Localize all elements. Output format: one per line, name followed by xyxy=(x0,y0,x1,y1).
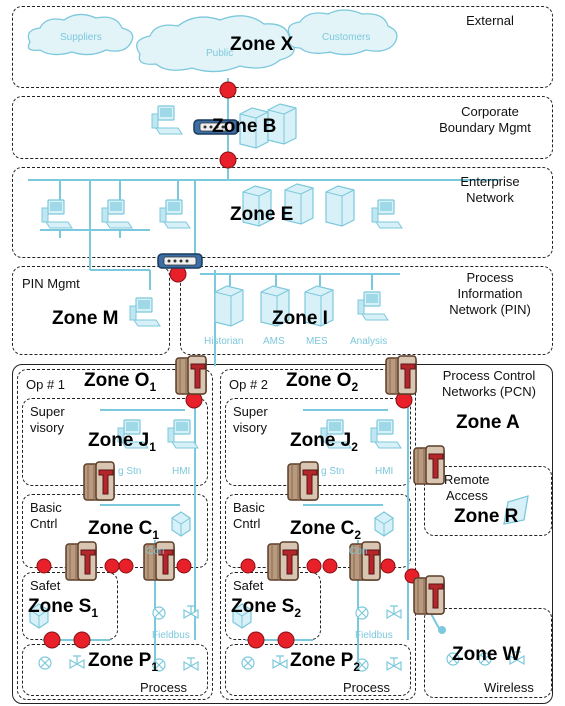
hmi2-label: HMI xyxy=(375,466,394,477)
cloud-public-label: Public xyxy=(206,48,234,59)
op2-title: Op # 2 xyxy=(229,377,269,392)
zone-pcn-box xyxy=(12,364,553,704)
zone-supervisory1-box xyxy=(22,398,208,486)
zone-c1-label: Zone C1 xyxy=(88,518,160,542)
wireless-title: Wireless xyxy=(484,680,534,695)
zone-process1-box xyxy=(22,644,208,696)
zone-pin-box xyxy=(180,266,553,355)
pin-title-1: Process xyxy=(466,270,514,285)
zone-b-label: Zone B xyxy=(212,116,277,137)
zone-x-label: Zone X xyxy=(230,34,294,55)
supervisory1-title-2: visory xyxy=(30,420,64,435)
process1-title: Process xyxy=(140,680,187,695)
analysis-label: Analysis xyxy=(350,336,388,347)
zone-external-box xyxy=(12,6,553,88)
zone-w-label: Zone W xyxy=(452,644,521,665)
zone-e-label: Zone E xyxy=(230,204,294,225)
fieldbus1-label: Fieldbus xyxy=(152,630,190,641)
zone-m-label: Zone M xyxy=(52,308,119,329)
process2-title: Process xyxy=(343,680,390,695)
zone-o2-label: Zone O2 xyxy=(286,370,359,394)
zone-enterprise-box xyxy=(12,167,553,258)
zone-op2-box xyxy=(220,369,416,700)
basic1-title-1: Basic xyxy=(30,500,62,515)
safety1-title: Safet xyxy=(30,578,61,593)
eng-station2-label: g Stn xyxy=(321,466,345,477)
hmi1-label: HMI xyxy=(172,466,191,477)
fieldbus2-label: Fieldbus xyxy=(355,630,393,641)
zone-r-label: Zone R xyxy=(454,506,519,527)
external-title: External xyxy=(466,13,514,28)
enterprise-title-1: Enterprise xyxy=(460,174,520,189)
corporate-title-2: Boundary Mgmt xyxy=(439,120,531,135)
pcn-title-1: Process Control xyxy=(442,368,536,383)
zone-p1-label: Zone P1 xyxy=(88,650,159,674)
zone-remote-box xyxy=(424,466,552,536)
zone-j1-label: Zone J1 xyxy=(88,430,156,454)
supervisory2-title-2: visory xyxy=(233,420,267,435)
zone-s1-label: Zone S1 xyxy=(28,596,99,620)
op1-title: Op # 1 xyxy=(26,377,66,392)
mes-label: MES xyxy=(306,336,328,347)
zone-o1-label: Zone O1 xyxy=(84,370,157,394)
cloud-customers-label: Customers xyxy=(322,32,371,43)
safety2-title: Safet xyxy=(233,578,264,593)
enterprise-title-2: Network xyxy=(466,190,514,205)
supervisory1-title-1: Super xyxy=(30,404,65,419)
zone-process2-box xyxy=(225,644,411,696)
controller1-label: Con xyxy=(146,546,165,557)
remote-title-2: Access xyxy=(446,488,488,503)
basic2-title-2: Cntrl xyxy=(233,516,261,531)
pin-title-3: Network (PIN) xyxy=(449,302,531,317)
ams-label: AMS xyxy=(263,336,285,347)
zone-op1-box xyxy=(17,369,213,700)
pin-title-2: Information xyxy=(457,286,523,301)
zone-i-label: Zone I xyxy=(272,308,328,329)
zone-j2-label: Zone J2 xyxy=(290,430,358,454)
basic2-title-1: Basic xyxy=(233,500,265,515)
historian-label: Historian xyxy=(204,336,244,347)
zone-corporate-box xyxy=(12,96,553,159)
corporate-title-1: Corporate xyxy=(461,104,519,119)
controller2-label: Con xyxy=(349,546,368,557)
zone-s2-label: Zone S2 xyxy=(231,596,302,620)
basic1-title-2: Cntrl xyxy=(30,516,58,531)
zone-c2-label: Zone C2 xyxy=(290,518,362,542)
zone-a-label: Zone A xyxy=(456,412,520,433)
cloud-suppliers-label: Suppliers xyxy=(60,32,102,43)
remote-title-1: Remote xyxy=(444,472,490,487)
eng-station1-label: g Stn xyxy=(118,466,142,477)
pcn-title-2: Networks (PCN) xyxy=(442,384,536,399)
pin-mgmt-title: PIN Mgmt xyxy=(22,276,80,291)
zone-wireless-box xyxy=(424,608,552,698)
supervisory2-title-1: Super xyxy=(233,404,268,419)
zone-p2-label: Zone P2 xyxy=(290,650,361,674)
